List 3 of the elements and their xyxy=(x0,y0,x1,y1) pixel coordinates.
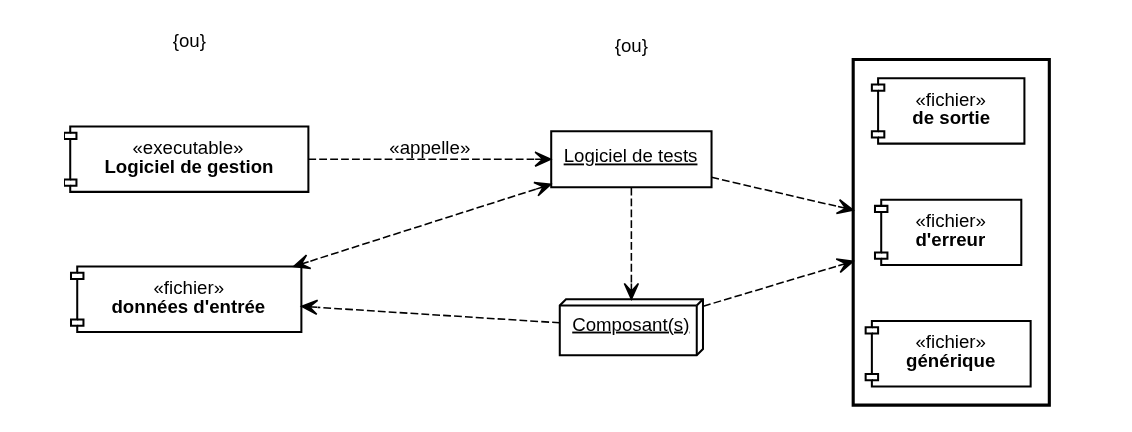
edge-label: «appelle» xyxy=(389,136,471,158)
label: {ou} xyxy=(614,34,648,56)
label: {ou} xyxy=(172,30,206,52)
